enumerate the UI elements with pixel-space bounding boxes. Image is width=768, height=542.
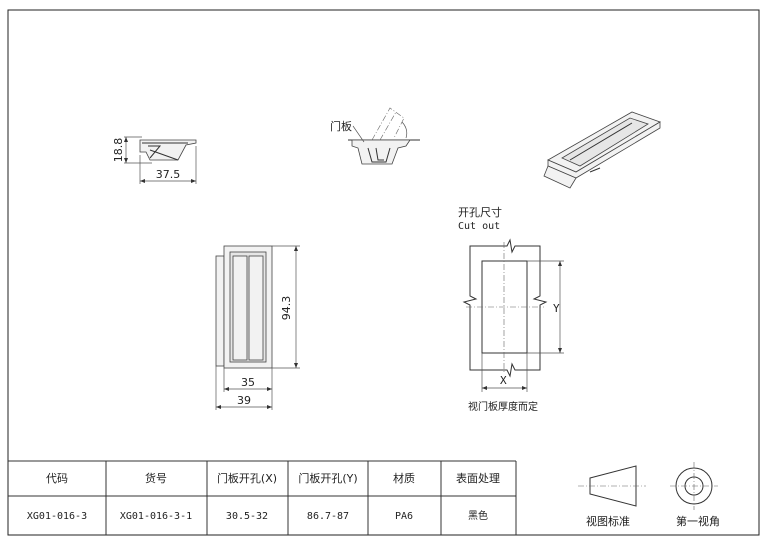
cell-code: XG01-016-3 bbox=[27, 511, 87, 522]
header-code: 代码 bbox=[46, 472, 68, 485]
cutout-x-label: X bbox=[500, 374, 507, 387]
side-width-label: 37.5 bbox=[156, 168, 181, 181]
cell-cutout-x: 30.5-32 bbox=[226, 511, 268, 522]
cell-cutout-y: 86.7-87 bbox=[307, 511, 349, 522]
side-view: 18.8 37.5 bbox=[112, 136, 197, 184]
cell-finish: 黑色 bbox=[468, 509, 488, 522]
first-angle-label: 第一视角 bbox=[676, 514, 720, 528]
cell-material: PA6 bbox=[395, 511, 413, 522]
header-cutout-y: 门板开孔(Y) bbox=[298, 471, 357, 485]
front-view: 94.3 35 39 bbox=[215, 245, 300, 410]
inner-width-label: 35 bbox=[241, 376, 255, 389]
outer-width-label: 39 bbox=[237, 394, 251, 407]
door-panel-label: 门板 bbox=[330, 119, 352, 133]
side-height-label: 18.8 bbox=[112, 138, 125, 163]
cell-part-no: XG01-016-3-1 bbox=[120, 511, 192, 522]
isometric-view bbox=[543, 111, 661, 189]
sheet-border bbox=[7, 9, 760, 536]
cutout-view: 开孔尺寸 Cut out Y X 视门板厚度而定 bbox=[458, 205, 564, 413]
spec-table: 代码 货号 门板开孔(X) 门板开孔(Y) 材质 表面处理 XG01-016-3… bbox=[8, 460, 517, 535]
header-cutout-x: 门板开孔(X) bbox=[217, 471, 277, 485]
projection-symbol: 视图标准 第一视角 bbox=[578, 462, 720, 528]
install-section: 门板 bbox=[330, 107, 420, 165]
cutout-title-cn: 开孔尺寸 bbox=[458, 205, 502, 219]
front-height-label: 94.3 bbox=[280, 296, 293, 321]
header-finish: 表面处理 bbox=[456, 471, 500, 485]
cutout-note: 视门板厚度而定 bbox=[468, 400, 538, 413]
cutout-y-label: Y bbox=[553, 302, 560, 315]
cutout-title-en: Cut out bbox=[458, 221, 500, 232]
header-part-no: 货号 bbox=[145, 471, 167, 485]
header-material: 材质 bbox=[393, 471, 415, 485]
view-standard-label: 视图标准 bbox=[586, 514, 630, 528]
